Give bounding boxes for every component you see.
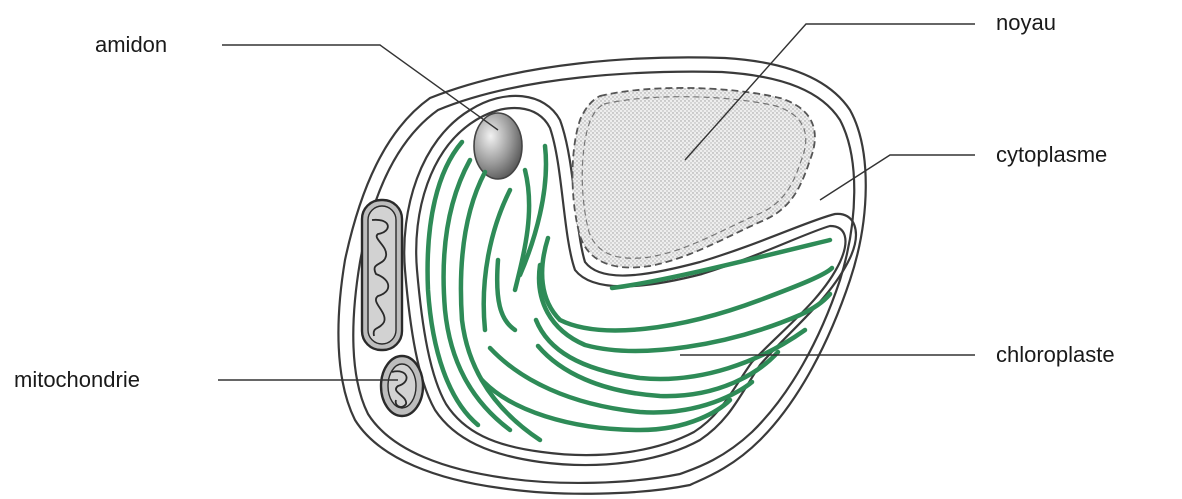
thylakoid (497, 260, 515, 330)
label-amidon: amidon (95, 32, 167, 57)
mitochondrion-lower (381, 356, 423, 416)
label-chloroplaste: chloroplaste (996, 342, 1115, 367)
thylakoid (428, 142, 478, 425)
starch-grain (474, 113, 522, 179)
leader-cytoplasme (820, 155, 975, 200)
label-mitochondrie: mitochondrie (14, 367, 140, 392)
thylakoid (490, 348, 752, 412)
label-noyau: noyau (996, 10, 1056, 35)
label-cytoplasme: cytoplasme (996, 142, 1107, 167)
nucleus (573, 88, 815, 268)
mitochondrion-upper (362, 200, 402, 350)
